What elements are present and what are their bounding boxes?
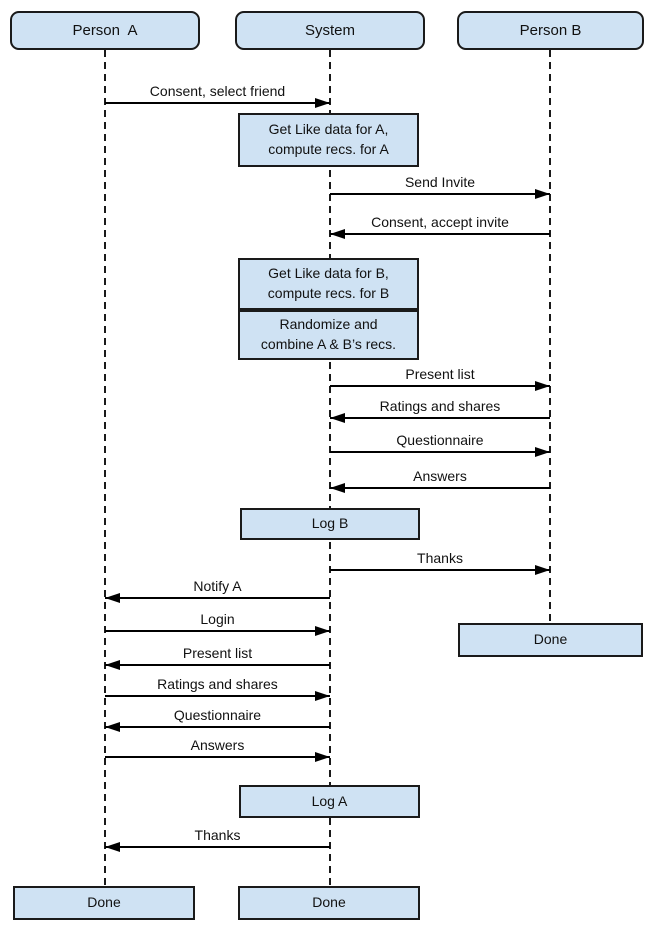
message-arrowhead-2 <box>330 229 345 239</box>
message-arrowhead-14 <box>105 842 120 852</box>
message-line-14 <box>105 846 330 848</box>
message-label-2: Consent, accept invite <box>371 214 509 230</box>
message-arrowhead-7 <box>535 565 550 575</box>
message-arrowhead-12 <box>105 722 120 732</box>
message-line-11 <box>105 695 330 697</box>
message-line-1 <box>330 193 550 195</box>
message-label-8: Notify A <box>193 578 242 594</box>
message-arrowhead-1 <box>535 189 550 199</box>
message-line-3 <box>330 385 550 387</box>
terminal-box-done-person-a: Done <box>13 886 195 920</box>
message-arrowhead-3 <box>535 381 550 391</box>
message-label-6: Answers <box>413 468 467 484</box>
message-line-13 <box>105 756 330 758</box>
actor-person-a: Person A <box>10 11 200 50</box>
message-arrowhead-4 <box>330 413 345 423</box>
message-label-1: Send Invite <box>404 174 476 190</box>
message-line-9 <box>105 630 330 632</box>
actor-system: System <box>235 11 425 50</box>
message-line-10 <box>105 664 330 666</box>
message-label-3: Present list <box>405 366 475 382</box>
message-label-14: Thanks <box>194 827 241 843</box>
lifeline-system <box>329 50 331 886</box>
message-label-4: Ratings and shares <box>379 398 501 414</box>
message-arrowhead-10 <box>105 660 120 670</box>
message-arrowhead-9 <box>315 626 330 636</box>
message-arrowhead-8 <box>105 593 120 603</box>
actor-person-b: Person B <box>457 11 644 50</box>
message-arrowhead-11 <box>315 691 330 701</box>
lifeline-person-a <box>104 50 106 886</box>
message-line-5 <box>330 451 550 453</box>
message-label-0: Consent, select friend <box>149 83 286 99</box>
terminal-box-done-system: Done <box>238 886 420 920</box>
message-line-7 <box>330 569 550 571</box>
message-arrowhead-0 <box>315 98 330 108</box>
message-arrowhead-5 <box>535 447 550 457</box>
message-line-12 <box>105 726 330 728</box>
message-label-10: Present list <box>182 645 253 661</box>
action-box-get-like-data-a: Get Like data for A, compute recs. for A <box>238 113 419 167</box>
message-line-8 <box>105 597 330 599</box>
message-line-4 <box>330 417 550 419</box>
terminal-box-done-person-b: Done <box>458 623 643 657</box>
message-line-6 <box>330 487 550 489</box>
lifeline-person-b <box>549 50 551 623</box>
action-box-randomize-combine: Randomize and combine A & B’s recs. <box>238 310 419 360</box>
message-label-12: Questionnaire <box>173 707 262 723</box>
message-arrowhead-6 <box>330 483 345 493</box>
message-label-5: Questionnaire <box>396 432 484 448</box>
action-box-log-a: Log A <box>239 785 420 818</box>
action-box-log-b: Log B <box>240 508 420 540</box>
message-line-2 <box>330 233 550 235</box>
message-label-9: Login <box>200 611 235 627</box>
message-label-11: Ratings and shares <box>157 676 278 692</box>
message-line-0 <box>105 102 330 104</box>
message-arrowhead-13 <box>315 752 330 762</box>
action-box-get-like-data-b: Get Like data for B, compute recs. for B <box>238 258 419 310</box>
message-label-13: Answers <box>190 737 245 753</box>
message-label-7: Thanks <box>417 550 463 566</box>
